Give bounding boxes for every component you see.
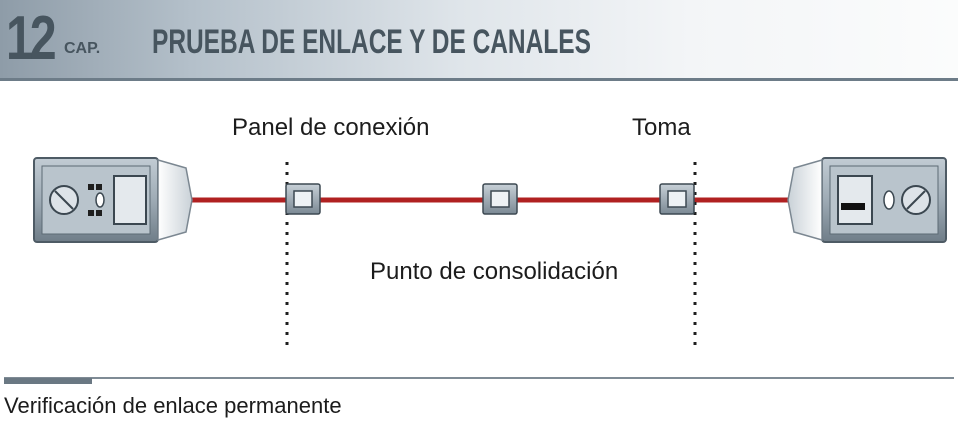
consolidation-point-label: Punto de consolidación (370, 258, 619, 285)
outlet-label: Toma (632, 114, 691, 141)
connector-icon (659, 183, 695, 215)
panel-label: Panel de conexión (232, 114, 430, 141)
connector-icon (482, 183, 518, 215)
remote-device-icon (787, 157, 947, 243)
chapter-header: 12 CAP. PRUEBA DE ENLACE Y DE CANALES (0, 0, 958, 81)
figure-caption: Verificación de enlace permanente (4, 393, 342, 418)
diagram-graphic (33, 157, 947, 348)
page-title: PRUEBA DE ENLACE Y DE CANALES (152, 23, 591, 61)
footer-divider (4, 377, 954, 379)
chapter-abbrev: CAP. (64, 40, 101, 57)
connector-icon (285, 183, 321, 215)
tester-device-icon (33, 157, 193, 243)
footer-accent-bar (4, 378, 92, 384)
chapter-number: 12 (6, 4, 57, 73)
permanent-link-diagram: Panel de conexión Toma Punto de consolid… (0, 82, 958, 372)
